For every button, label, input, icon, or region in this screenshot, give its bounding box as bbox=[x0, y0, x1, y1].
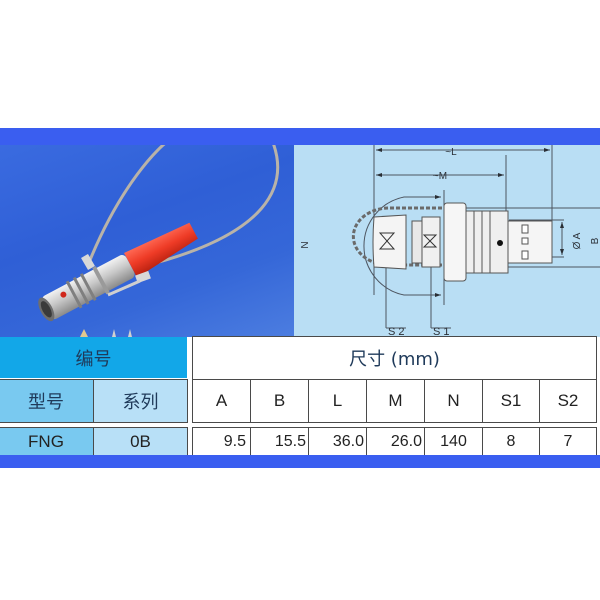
dimension-label-B: B bbox=[590, 237, 600, 244]
cell-S2: 7 bbox=[539, 427, 597, 456]
cell-S1: 8 bbox=[482, 427, 540, 456]
dimension-diagram: ~L ~M N Ø A B S 2 S 1 bbox=[294, 145, 600, 337]
dimension-label-N: N bbox=[300, 241, 311, 248]
column-header-S1: S1 bbox=[482, 379, 540, 423]
cell-A: 9.5 bbox=[192, 427, 251, 456]
column-header-S2: S2 bbox=[539, 379, 597, 423]
dimension-label-M: ~M bbox=[433, 171, 447, 182]
column-header-series: 系列 bbox=[93, 379, 188, 423]
dimension-label-L: ~L bbox=[445, 147, 457, 158]
column-header-model: 型号 bbox=[0, 379, 94, 423]
column-header-N: N bbox=[424, 379, 483, 423]
dimension-label-S1: S 1 bbox=[433, 326, 450, 337]
bottom-blue-band bbox=[0, 455, 600, 468]
connector-photo-illustration bbox=[38, 145, 280, 337]
spec-table: 编号 型号 系列 FNG 0B 尺寸 (mm) A B L M N S1 S2 … bbox=[0, 336, 600, 456]
cell-series: 0B bbox=[93, 427, 188, 456]
dimensions-header: 尺寸 (mm) bbox=[192, 336, 597, 379]
top-blue-band bbox=[0, 128, 600, 145]
dimension-label-A: Ø A bbox=[572, 232, 583, 249]
column-header-M: M bbox=[366, 379, 425, 423]
code-header: 编号 bbox=[0, 337, 187, 378]
column-header-A: A bbox=[192, 379, 251, 423]
column-header-B: B bbox=[250, 379, 309, 423]
cell-B: 15.5 bbox=[250, 427, 309, 456]
cell-model: FNG bbox=[0, 427, 94, 456]
cell-N: 140 bbox=[424, 427, 483, 456]
cell-L: 36.0 bbox=[308, 427, 367, 456]
cell-M: 26.0 bbox=[366, 427, 425, 456]
connector-technical-drawing: ~L ~M N Ø A B S 2 S 1 bbox=[300, 145, 600, 337]
product-photo bbox=[0, 145, 294, 337]
dimension-label-S2: S 2 bbox=[388, 326, 405, 337]
column-header-L: L bbox=[308, 379, 367, 423]
